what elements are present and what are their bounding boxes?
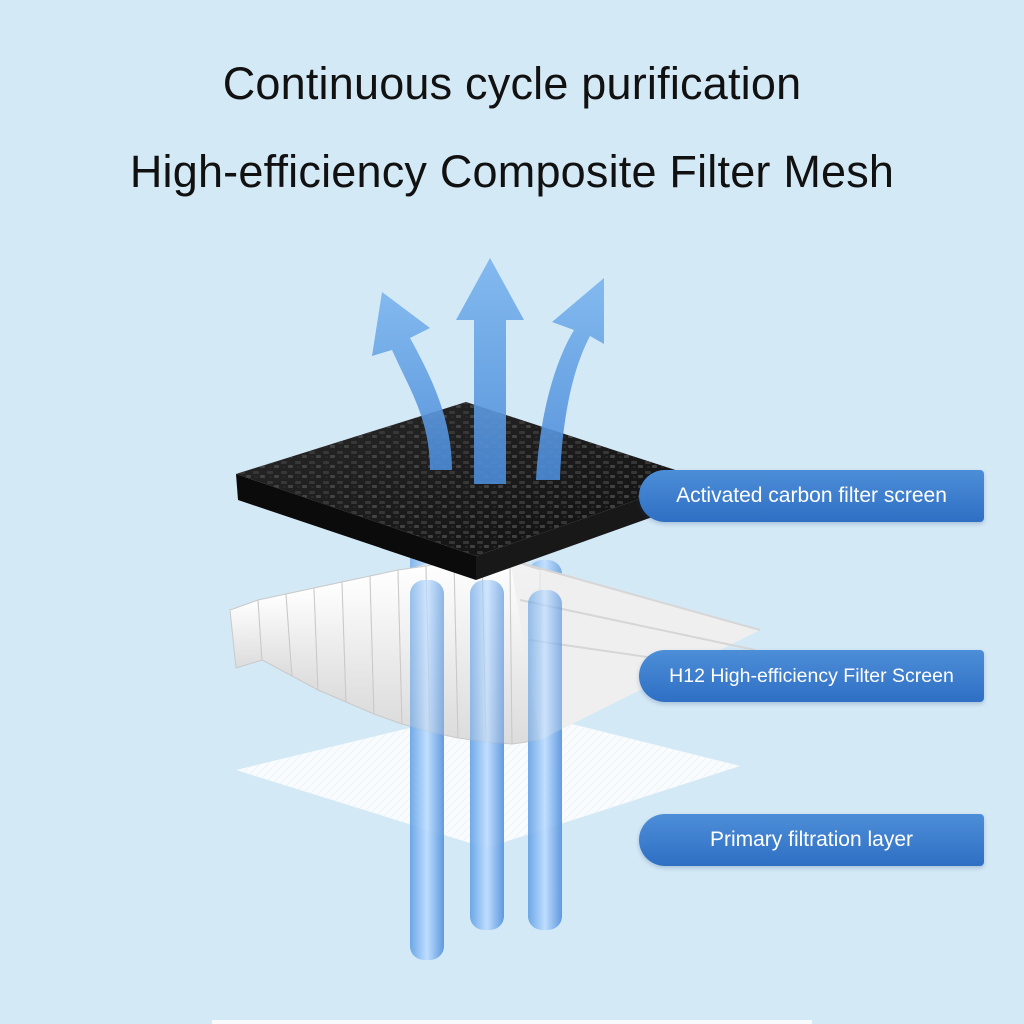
airflow-tubes-front xyxy=(410,580,562,960)
layer-label-carbon: Activated carbon filter screen xyxy=(639,470,984,522)
upward-arrow-icon xyxy=(372,258,604,484)
headline-primary: Continuous cycle purification xyxy=(222,58,802,109)
layer-label-h12: H12 High-efficiency Filter Screen xyxy=(639,650,984,702)
layer-label-primary: Primary filtration layer xyxy=(639,814,984,866)
headline-secondary: High-efficiency Composite Filter Mesh xyxy=(129,146,895,197)
bottom-edge-strip xyxy=(212,1020,812,1024)
activated-carbon-block xyxy=(236,402,700,580)
